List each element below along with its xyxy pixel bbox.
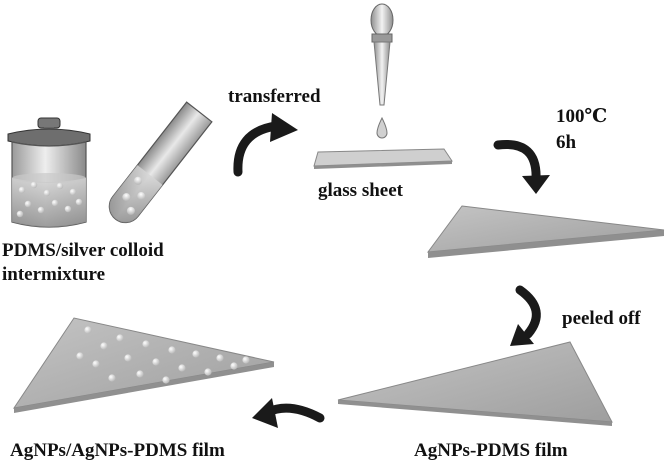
curing-arrow-icon — [498, 144, 550, 194]
agnps-agnps-pdms-film-icon — [14, 318, 274, 413]
agnps-pdms-film-icon — [338, 342, 612, 426]
transferred-arrow-icon — [238, 113, 298, 172]
duration-label: 6h — [556, 132, 576, 154]
agnps-pdms-film-label: AgNPs-PDMS film — [414, 440, 568, 462]
mixture-label-line2: intermixture — [2, 264, 105, 286]
peeled-off-label: peeled off — [562, 308, 641, 330]
glass-sheet-label: glass sheet — [318, 180, 403, 202]
agnps-agnps-pdms-film-label: AgNPs/AgNPs-PDMS film — [10, 440, 225, 462]
temperature-label: 100℃ — [556, 106, 607, 128]
cured-film-icon — [428, 206, 664, 258]
peeled-off-arrow-icon — [510, 290, 536, 346]
transferred-label: transferred — [228, 86, 321, 108]
coating-arrow-icon — [252, 398, 320, 428]
test-tube-icon — [103, 102, 212, 229]
dropper-icon — [371, 4, 393, 138]
glass-sheet-icon — [314, 149, 452, 169]
mixture-label-line1: PDMS/silver colloid — [2, 240, 164, 262]
beaker-icon — [8, 118, 90, 227]
